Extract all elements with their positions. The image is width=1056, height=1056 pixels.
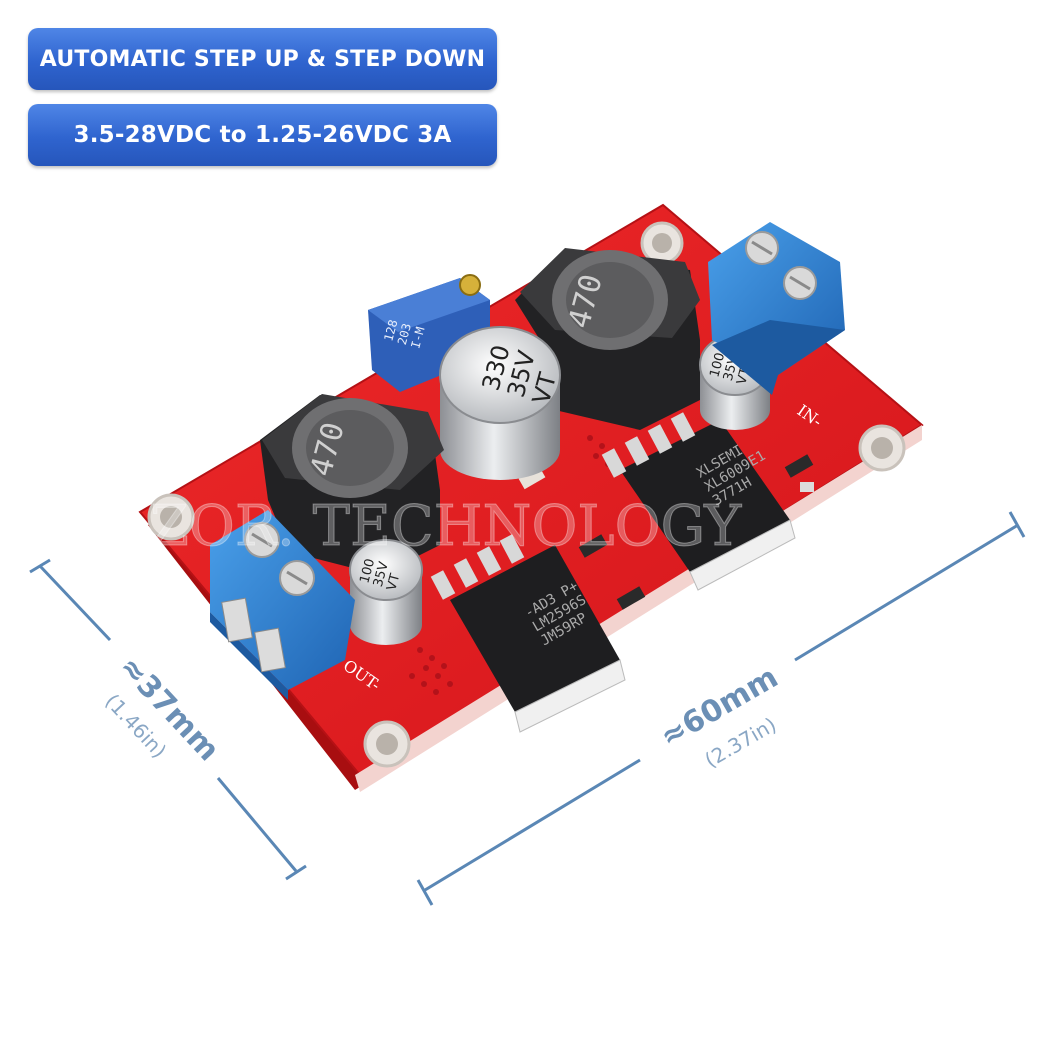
capacitor-100uf-left: 100 35V VT [349, 539, 423, 645]
svg-text:100 35V VT: 100 35V VT [357, 553, 406, 593]
inductor-left: 470 [260, 394, 444, 575]
watermark: ZOR. TECHNOLOGY [150, 494, 742, 559]
capacitor-330uf: 330 35V VT [439, 326, 562, 480]
cap-right-line1: 100 [707, 351, 728, 379]
mounting-hole [147, 493, 195, 541]
mounting-hole [640, 221, 684, 265]
terminal-output [210, 510, 355, 700]
terminal-input [708, 222, 845, 395]
svg-text:128 203 I-M: 128 203 I-M [381, 311, 429, 350]
cap-left-line1: 100 [357, 557, 378, 585]
spec-banner-text: 3.5-28VDC to 1.25-26VDC 3A [73, 122, 452, 148]
trimmer-line2: 203 [395, 322, 414, 347]
mounting-hole [363, 720, 411, 768]
inductor-right: 470 [515, 248, 700, 430]
mounting-hole [858, 424, 906, 472]
svg-text:100 35V VT: 100 35V VT [707, 347, 756, 387]
spec-banner: 3.5-28VDC to 1.25-26VDC 3A [28, 104, 497, 166]
trimmer-line1: 128 [381, 318, 400, 343]
cap-left-line3: VT [384, 572, 403, 592]
cap-left-line2: 35V [371, 560, 392, 589]
feature-banner-text: AUTOMATIC STEP UP & STEP DOWN [39, 46, 486, 72]
smd-components [518, 454, 814, 610]
ic-lm2596: -AD3 P+ LM2596S JM59RP [430, 534, 626, 733]
trimmer-line3: I-M [408, 325, 427, 350]
feature-banner: AUTOMATIC STEP UP & STEP DOWN [28, 28, 497, 90]
